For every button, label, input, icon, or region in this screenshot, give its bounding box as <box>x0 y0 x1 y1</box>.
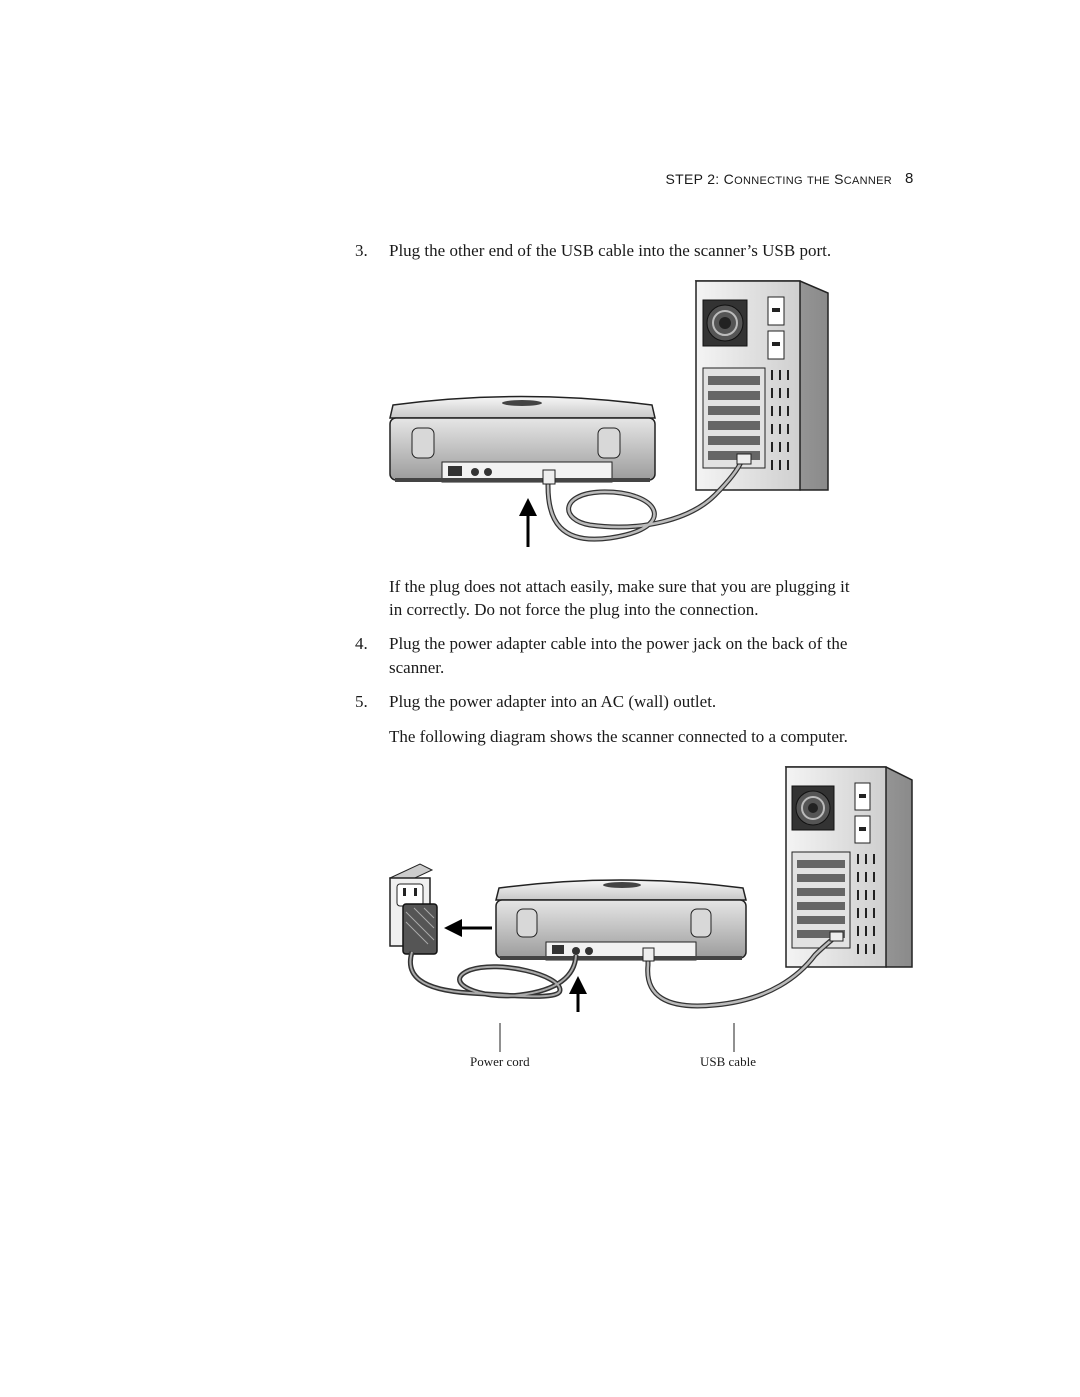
step-3-number: 3. <box>355 241 368 260</box>
scanner-2 <box>495 879 747 961</box>
step-3-text: Plug the other end of the USB cable into… <box>389 241 832 260</box>
chapter-title: STEP 2: CONNECTING THE SCANNER <box>665 171 892 187</box>
power-adapter <box>402 903 438 955</box>
step-4-text-line-1: Plug the power adapter cable into the po… <box>389 634 848 653</box>
diagram-intro: The following diagram shows the scanner … <box>389 727 848 746</box>
computer-tower-2 <box>784 766 913 968</box>
computer-tower-1 <box>694 280 829 491</box>
power-cord-label: Power cord <box>470 1054 530 1069</box>
note-line-1: If the plug does not attach easily, make… <box>389 577 850 596</box>
wall-outlet <box>388 863 434 947</box>
step-4-text-line-2: scanner. <box>389 658 445 677</box>
step-5-text: Plug the power adapter into an AC (wall)… <box>389 692 717 711</box>
scanner-1 <box>389 395 656 483</box>
page-number: 8 <box>905 170 914 187</box>
note-line-2: in correctly. Do not force the plug into… <box>389 600 759 619</box>
step-4-number: 4. <box>355 634 368 653</box>
usb-cable-label: USB cable <box>700 1054 756 1069</box>
running-header: STEP 2: CONNECTING THE SCANNER 8 <box>0 170 1080 191</box>
step-5-number: 5. <box>355 692 368 711</box>
